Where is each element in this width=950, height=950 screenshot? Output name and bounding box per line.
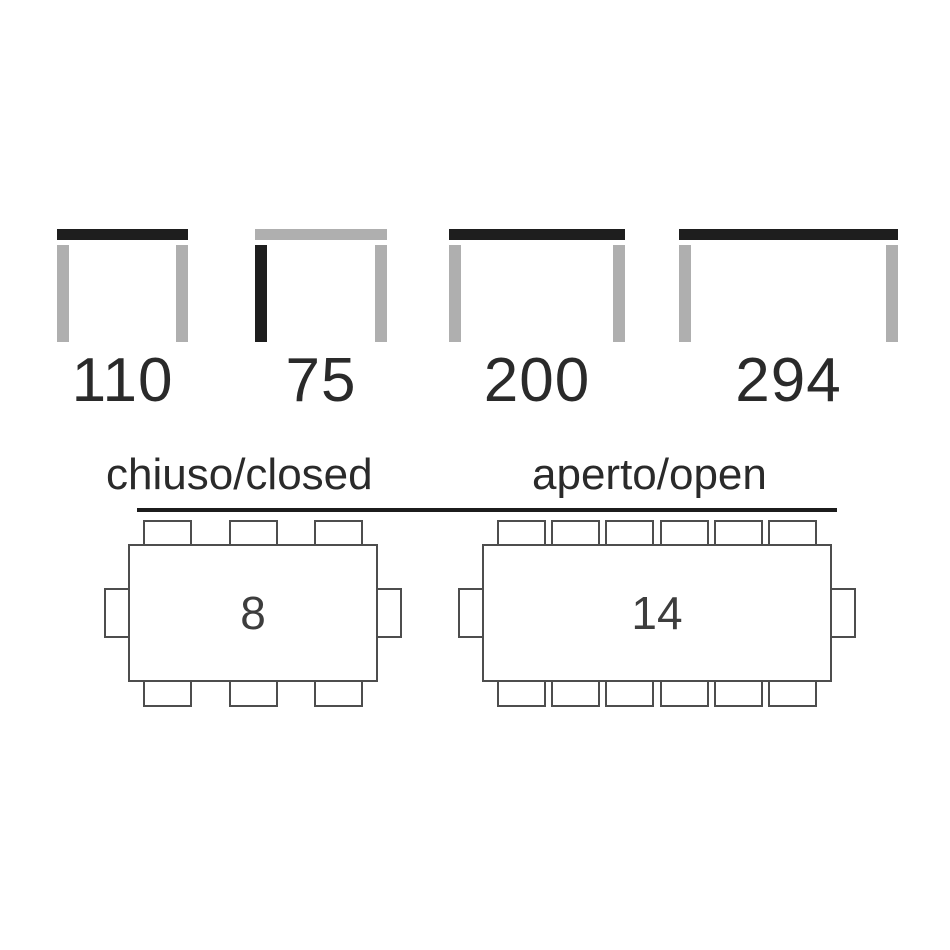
table-side-view-75: 75 [255, 229, 387, 412]
chair [314, 520, 363, 546]
tabletop-bar [449, 229, 625, 240]
chair [713, 520, 763, 546]
table-leg-right [886, 245, 898, 342]
table-top-view: 8 [128, 544, 378, 682]
chair [830, 588, 856, 638]
chair [659, 680, 709, 707]
seat-count-label: 14 [631, 587, 683, 639]
chair [228, 520, 278, 546]
dimension-label: 75 [285, 346, 357, 415]
chair [314, 680, 363, 707]
table-side-view-200: 200 [449, 229, 625, 412]
chair [551, 680, 601, 707]
chair [497, 680, 546, 707]
chair [605, 680, 655, 707]
open-table-plan: 14 [458, 520, 856, 707]
chair [228, 680, 278, 707]
table-side-view-294: 294 [679, 229, 898, 412]
closed-table-plan: 8 [104, 520, 402, 707]
table-leg-left [679, 245, 691, 342]
table-leg-right [613, 245, 625, 342]
chair [104, 588, 130, 638]
chair [713, 680, 763, 707]
seat-count-label: 8 [240, 587, 266, 639]
chair [551, 520, 601, 546]
table-leg-left [255, 245, 267, 342]
chair [768, 680, 817, 707]
section-underline [137, 508, 837, 512]
table-side-view-110: 110 [57, 229, 188, 412]
chair [143, 680, 192, 707]
open-section-title: aperto/open [532, 450, 767, 499]
chair [605, 520, 655, 546]
closed-section-title: chiuso/closed [106, 450, 373, 499]
table-leg-right [375, 245, 387, 342]
chair [143, 520, 192, 546]
dimension-label: 110 [71, 346, 174, 415]
chair [497, 520, 546, 546]
chair [659, 520, 709, 546]
tabletop-bar [57, 229, 188, 240]
chair [768, 520, 817, 546]
chair [458, 588, 484, 638]
table-leg-left [449, 245, 461, 342]
table-top-view: 14 [482, 544, 832, 682]
tabletop-bar [679, 229, 898, 240]
table-leg-left [57, 245, 69, 342]
chair [376, 588, 402, 638]
dimension-label: 294 [735, 346, 842, 415]
tabletop-bar [255, 229, 387, 240]
dimension-label: 200 [483, 346, 591, 415]
table-leg-right [176, 245, 188, 342]
